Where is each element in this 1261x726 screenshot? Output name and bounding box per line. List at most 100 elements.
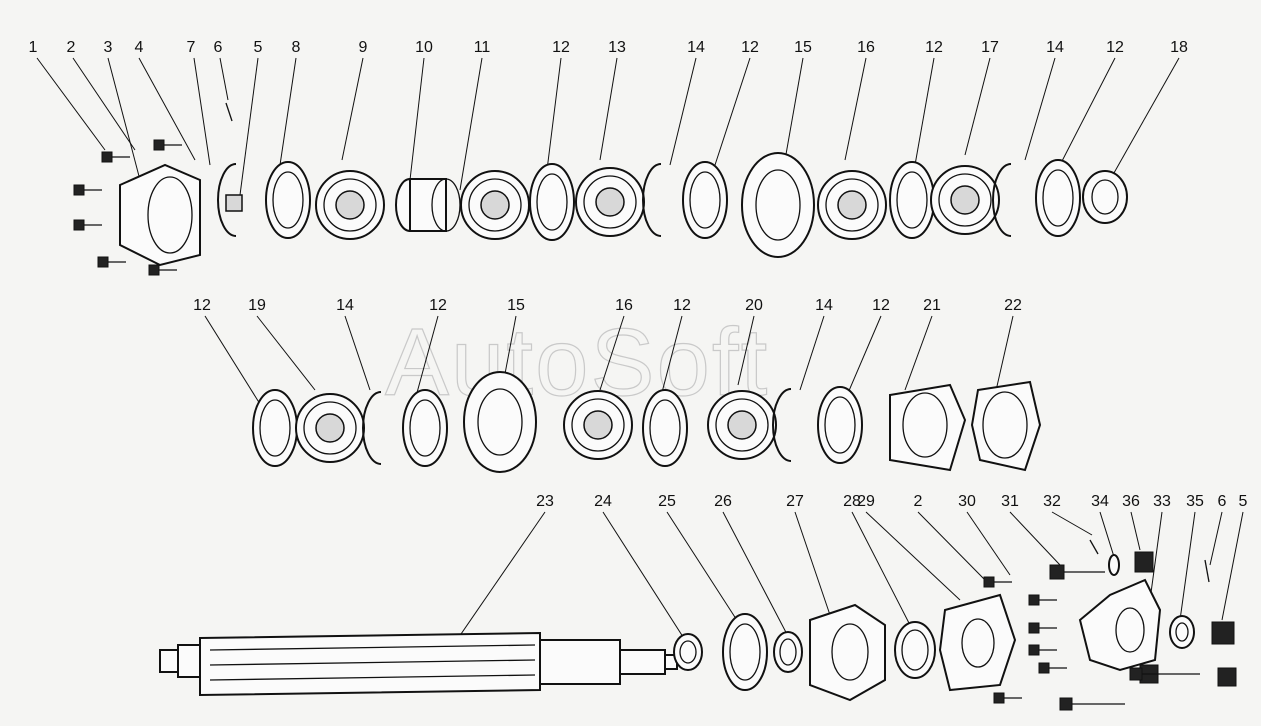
callout-label: 25 <box>658 493 676 510</box>
gear <box>817 170 887 240</box>
callout-label: 23 <box>536 493 554 510</box>
long-bolt <box>1059 697 1125 711</box>
row3-leaders <box>449 511 1244 651</box>
callout-label: 16 <box>615 297 633 314</box>
callout-label: 16 <box>857 39 875 56</box>
callout-label: 1 <box>29 39 38 56</box>
callout-label: 6 <box>214 39 223 56</box>
callout-label: 5 <box>1239 493 1248 510</box>
gear <box>575 167 645 237</box>
callout-label: 30 <box>958 493 976 510</box>
callout-label: 34 <box>1091 493 1109 510</box>
callout-label: 13 <box>608 39 626 56</box>
callout-label: 14 <box>336 297 354 314</box>
callout-label: 12 <box>429 297 447 314</box>
cotter-pin <box>1204 559 1210 583</box>
callout-label: 15 <box>507 297 525 314</box>
callout-label: 19 <box>248 297 266 314</box>
bolt <box>1038 662 1068 674</box>
bearing <box>642 389 688 467</box>
bearing <box>252 389 298 467</box>
callout-label: 33 <box>1153 493 1171 510</box>
callout-label: 5 <box>254 39 263 56</box>
bolt <box>73 184 103 196</box>
gear <box>295 393 365 463</box>
callout-label: 28 <box>843 493 861 510</box>
callout-label: 20 <box>745 297 763 314</box>
bearing <box>1035 159 1081 237</box>
callout-label: 14 <box>687 39 705 56</box>
callout-label: 15 <box>794 39 812 56</box>
spacer-bushing <box>395 178 461 232</box>
bearing-cap <box>809 603 886 702</box>
callout-label: 22 <box>1004 297 1022 314</box>
callout-label: 18 <box>1170 39 1188 56</box>
castle-nut <box>1217 667 1237 687</box>
synchronizer-sleeve <box>741 152 815 258</box>
gear <box>707 390 777 460</box>
snap-ring <box>642 163 662 237</box>
callout-label: 35 <box>1186 493 1204 510</box>
callout-label: 12 <box>925 39 943 56</box>
gear <box>930 165 1000 235</box>
mounting-flange <box>938 593 1017 692</box>
callout-label: 36 <box>1122 493 1140 510</box>
cotter-pin <box>1089 539 1099 555</box>
bearing <box>682 161 728 239</box>
bearing <box>265 161 311 239</box>
callout-label: 12 <box>193 297 211 314</box>
callout-label: 3 <box>104 39 113 56</box>
callout-label: 10 <box>415 39 433 56</box>
long-bolt <box>1049 564 1105 580</box>
callout-label: 12 <box>1106 39 1124 56</box>
seal-ring <box>894 621 936 679</box>
bolt <box>983 576 1013 588</box>
oil-seal <box>773 631 803 673</box>
gasket <box>970 380 1042 472</box>
bolt <box>97 256 127 268</box>
callout-label: 2 <box>914 493 923 510</box>
bearing <box>722 613 768 691</box>
callout-label: 7 <box>187 39 196 56</box>
callout-label: 12 <box>673 297 691 314</box>
long-bolt <box>1129 667 1200 681</box>
gear <box>563 390 633 460</box>
callout-label: 12 <box>741 39 759 56</box>
bolt <box>1028 622 1058 634</box>
callout-label: 24 <box>594 493 612 510</box>
callout-label: 14 <box>815 297 833 314</box>
nut <box>225 194 243 212</box>
bearing-housing <box>889 383 967 472</box>
bolt <box>73 219 103 231</box>
gear <box>315 170 385 240</box>
callout-label: 17 <box>981 39 999 56</box>
callout-label: 2 <box>67 39 76 56</box>
gear <box>460 170 530 240</box>
callout-label: 26 <box>714 493 732 510</box>
callout-label: 12 <box>552 39 570 56</box>
flange-washer <box>1169 615 1195 649</box>
castle-nut <box>1134 551 1154 573</box>
castle-nut <box>1211 621 1235 645</box>
cotter-pin <box>225 102 233 122</box>
bolt <box>153 139 183 151</box>
row1-callouts: 1 2 3 4 7 6 5 8 9 10 11 12 13 14 12 15 1… <box>29 39 1188 56</box>
bolt <box>101 151 131 163</box>
callout-label: 32 <box>1043 493 1061 510</box>
callout-label: 31 <box>1001 493 1019 510</box>
bolt <box>1028 594 1058 606</box>
bearing <box>529 163 575 241</box>
row1-leaders <box>36 57 1180 196</box>
callout-label: 27 <box>786 493 804 510</box>
companion-flange <box>1078 578 1162 672</box>
washer <box>1108 554 1120 576</box>
row2-callouts: 12 19 14 12 15 16 12 20 14 12 21 22 <box>193 297 1022 314</box>
row3-callouts: 23 24 25 26 27 28 29 2 30 31 32 34 36 33… <box>536 493 1247 510</box>
row2-parts <box>252 371 1042 473</box>
callout-label: 12 <box>872 297 890 314</box>
callout-label: 29 <box>857 493 875 510</box>
washer <box>1082 170 1128 224</box>
callout-label: 6 <box>1218 493 1227 510</box>
synchronizer-sleeve <box>463 371 537 473</box>
